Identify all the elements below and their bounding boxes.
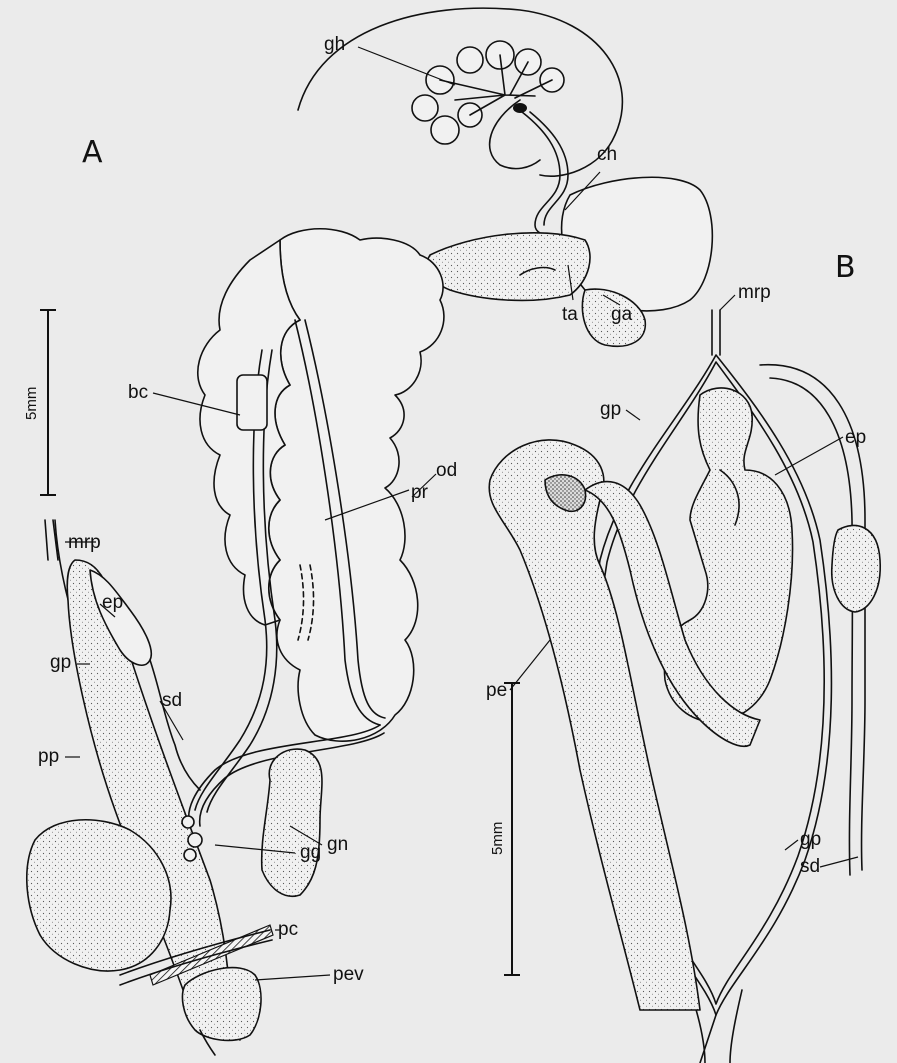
ep-swelling-b bbox=[832, 525, 880, 612]
label-gp-b-bottom: gp bbox=[800, 829, 821, 850]
label-sd-a: sd bbox=[162, 690, 182, 711]
penis-pe-b bbox=[489, 440, 700, 1010]
label-gn: gn bbox=[327, 834, 348, 855]
panel-a-letter: A bbox=[82, 135, 103, 170]
fertilization-complex bbox=[427, 233, 590, 301]
panel-b-drawing bbox=[489, 310, 880, 1063]
vestibule-pev bbox=[182, 968, 261, 1041]
scale-a-label: 5mm bbox=[23, 387, 40, 420]
label-od: od bbox=[436, 460, 457, 481]
label-ch: ch bbox=[597, 144, 617, 165]
scale-b-label: 5mm bbox=[489, 822, 506, 855]
panel-b-letter: B bbox=[835, 250, 856, 285]
bursa-copulatrix bbox=[237, 375, 267, 430]
vagina-gn bbox=[262, 749, 322, 896]
label-mrp-a: mrp bbox=[68, 532, 101, 553]
label-pp: pp bbox=[38, 746, 59, 767]
label-ep-a: ep bbox=[102, 592, 123, 613]
label-bc: bc bbox=[128, 382, 148, 403]
label-pe: pe bbox=[486, 680, 507, 701]
label-pr: pr bbox=[411, 482, 429, 503]
scale-bar-a bbox=[40, 310, 56, 495]
label-pc: pc bbox=[278, 919, 298, 940]
label-gg: gg bbox=[300, 842, 321, 863]
label-gp-b-top: gp bbox=[600, 399, 621, 420]
label-gp-a: gp bbox=[50, 652, 71, 673]
label-mrp-b: mrp bbox=[738, 282, 771, 303]
scale-bar-b bbox=[504, 683, 520, 975]
label-sd-b: sd bbox=[800, 856, 820, 877]
gland-lobe-outline bbox=[298, 8, 622, 176]
label-ep-b: ep bbox=[845, 427, 866, 448]
label-ga: ga bbox=[611, 304, 633, 325]
label-ta: ta bbox=[562, 304, 578, 325]
label-pev: pev bbox=[333, 964, 364, 985]
label-gh: gh bbox=[324, 34, 345, 55]
hermaphroditic-gland-acini bbox=[412, 41, 564, 144]
